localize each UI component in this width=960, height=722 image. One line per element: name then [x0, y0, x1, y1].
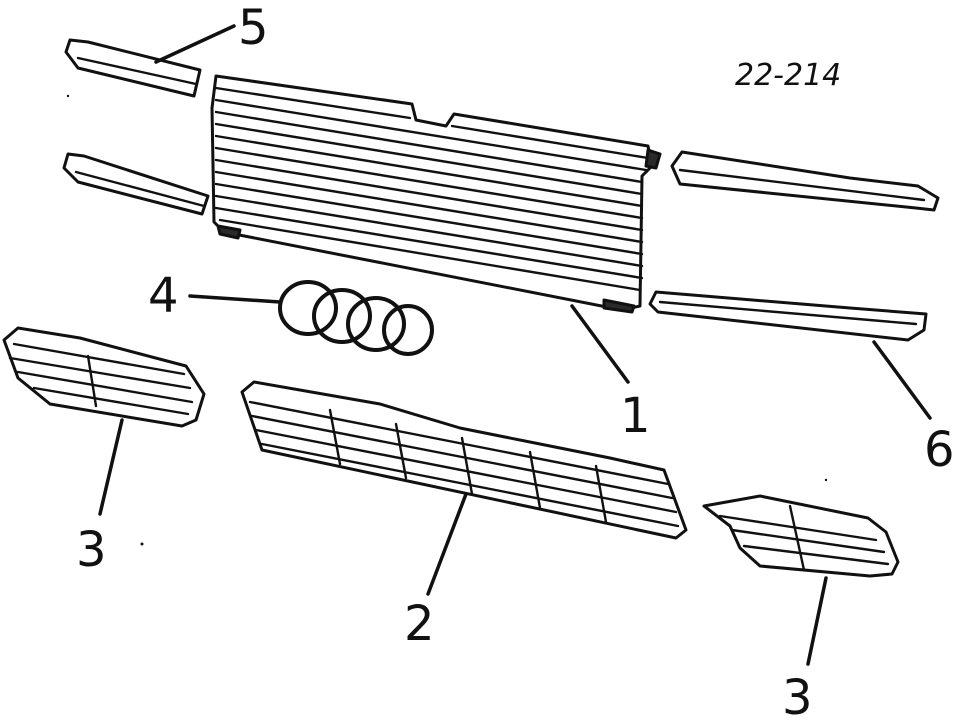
callout-side-grille-left: 3: [76, 522, 107, 578]
callout-lower-grille: 2: [404, 596, 435, 652]
side-grille-right: [702, 494, 900, 578]
leader-lines: [98, 24, 932, 666]
callout-lower-trim: 6: [924, 422, 955, 478]
reference-number: 22-214: [735, 58, 841, 93]
leader-grille: [570, 304, 630, 384]
four-ring-emblem: [278, 280, 434, 356]
leader-emblem: [188, 294, 282, 304]
upper-trim-strip-top: [64, 38, 202, 98]
callout-side-grille-right: 3: [782, 670, 813, 722]
callout-grille: 1: [620, 388, 651, 444]
leader-lower-grille: [426, 492, 468, 596]
scan-speck: [66, 94, 70, 98]
lower-trim-strip-top: [670, 150, 940, 212]
side-grille-left: [2, 326, 206, 428]
callout-upper-trim: 5: [238, 0, 269, 56]
lower-trim-strip-bottom: [648, 290, 928, 342]
lower-grille: [240, 380, 688, 540]
main-grille-slats: [214, 86, 650, 292]
callout-emblem: 4: [148, 268, 179, 324]
scan-speck: [824, 478, 828, 482]
leader-side-grille-left: [98, 418, 124, 516]
scan-speck: [140, 542, 144, 546]
main-grille: [210, 74, 662, 314]
leader-side-grille-right: [806, 576, 828, 666]
upper-trim-strip-bottom: [62, 152, 210, 216]
leader-lower-trim: [872, 340, 932, 420]
leader-upper-trim: [154, 24, 236, 64]
